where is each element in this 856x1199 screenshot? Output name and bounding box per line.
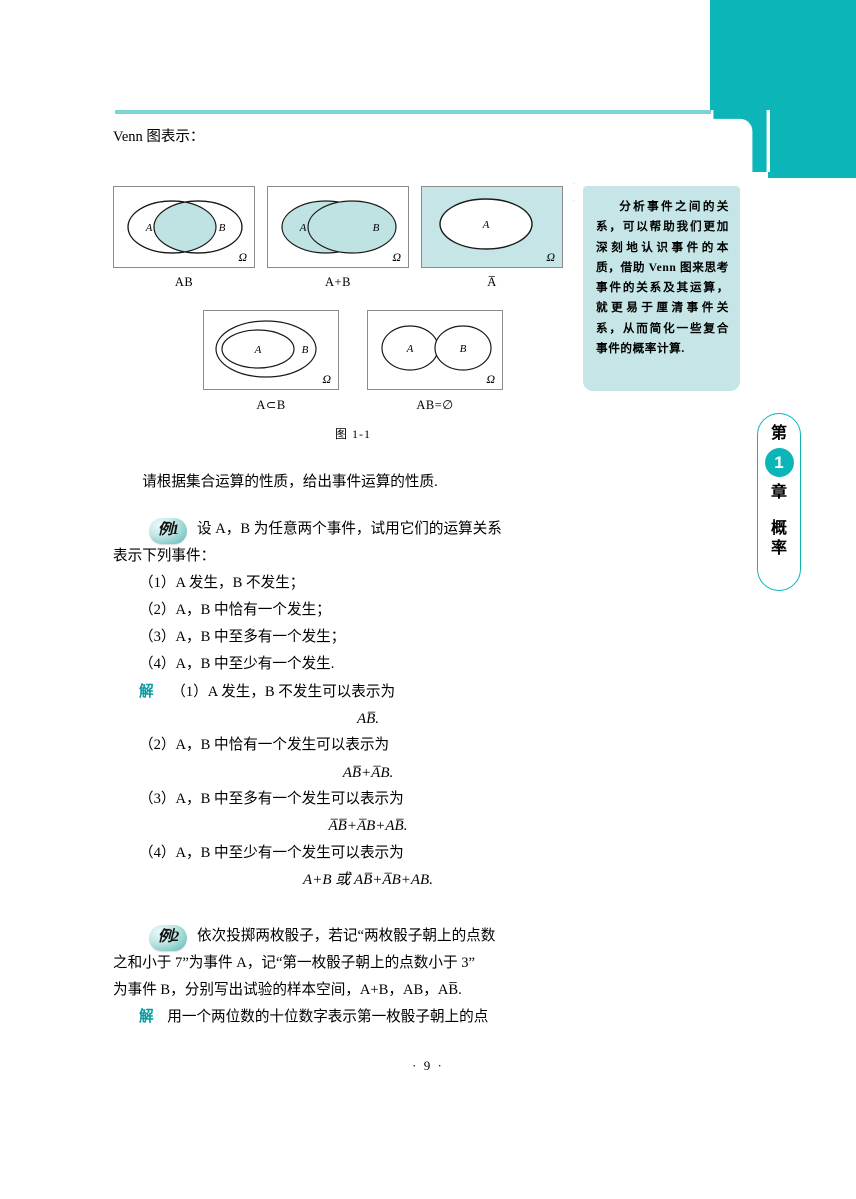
venn-box-subset: A B Ω	[203, 310, 339, 390]
omega-label: Ω	[546, 250, 555, 264]
example-1-formula-2: AB̅+A̅B.	[342, 764, 394, 781]
example-2-header: 例2 依次投掷两枚骰子，若记“两枚骰子朝上的点数	[113, 924, 603, 952]
venn-label-a: A	[145, 222, 153, 234]
venn-label-a: A	[254, 344, 262, 356]
solution-label: 解	[139, 683, 154, 700]
example-1-stem-line-2: 表示下列事件：	[113, 548, 216, 565]
example-1-step-2-text: （2）A，B 中恰有一个发生可以表示为	[139, 737, 390, 754]
venn-label-a: A	[482, 219, 490, 231]
omega-label: Ω	[238, 250, 247, 264]
venn-label-b: B	[460, 343, 467, 355]
venn-row-1: A B Ω AB A B Ω A+B	[113, 186, 593, 290]
example-1-formula-4: A+B 或 AB̅+A̅B+AB.	[303, 872, 433, 889]
venn-caption-ab: AB	[174, 275, 194, 289]
chapter-suffix: 章	[770, 484, 787, 501]
example-2-badge-label: 例2	[149, 925, 187, 952]
example-1-badge-label: 例1	[149, 518, 187, 545]
example-1-step-1-text: （1）A 发生，B 不发生可以表示为	[171, 683, 396, 700]
figure-label: 图 1-1	[335, 427, 371, 441]
venn-cell-a-complement: A Ω A̅	[421, 186, 563, 290]
example-1-formula-3: A̅B̅+A̅B+AB̅.	[328, 818, 408, 835]
omega-label: Ω	[486, 372, 495, 386]
example-2-solution-text: 用一个两位数的十位数字表示第一枚骰子朝上的点	[167, 1009, 489, 1026]
venn-box-a-plus-b: A B Ω	[267, 186, 409, 268]
example-1-step-4-text: （4）A，B 中至少有一个发生可以表示为	[139, 845, 404, 862]
venn-graphic-subset: A B	[215, 320, 317, 378]
venn-cell-a-plus-b: A B Ω A+B	[267, 186, 409, 290]
top-divider-rule	[115, 110, 711, 114]
chapter-subject-char-1: 概	[770, 520, 787, 537]
example-1-item-4: （4）A，B 中至少有一个发生.	[139, 656, 335, 673]
example-1-solution-line-1: 解 （1）A 发生，B 不发生可以表示为	[139, 680, 603, 705]
venn-label-a: A	[406, 343, 414, 355]
omega-label: Ω	[322, 372, 331, 386]
example-1-item-3: （3）A，B 中至多有一个发生；	[139, 629, 346, 646]
teal-corner-block	[710, 0, 856, 110]
venn-label-b: B	[219, 222, 226, 234]
chapter-prefix: 第	[770, 425, 787, 442]
venn-graphic-disjoint: A B	[381, 325, 492, 371]
venn-row-2: A B Ω A⊂B A B Ω AB=∅	[113, 310, 593, 413]
venn-caption-a-complement: A̅	[487, 275, 497, 289]
venn-box-a-complement: A Ω	[421, 186, 563, 268]
example-1-item-1: （1）A 发生，B 不发生；	[139, 575, 305, 592]
teal-corner-block-lower	[768, 110, 856, 178]
venn-box-disjoint: A B Ω	[367, 310, 503, 390]
venn-caption-subset: A⊂B	[256, 398, 286, 412]
example-1-formula-1: AB̅.	[356, 710, 380, 727]
venn-graphic-ab: A B	[127, 200, 243, 254]
example-1-stem-line-1: 设 A，B 为任意两个事件，试用它们的运算关系	[197, 521, 502, 538]
chapter-number-badge: 1	[764, 448, 794, 477]
venn-label-a: A	[299, 222, 307, 234]
example-1-header: 例1 设 A，B 为任意两个事件，试用它们的运算关系	[113, 517, 603, 545]
venn-caption-a-plus-b: A+B	[325, 275, 351, 289]
venn-caption-disjoint: AB=∅	[416, 398, 454, 412]
venn-figure: A B Ω AB A B Ω A+B	[113, 186, 593, 442]
chapter-subject-char-2: 率	[770, 540, 787, 557]
chapter-tab[interactable]: 第 1 章 概 率	[757, 413, 801, 591]
prompt-paragraph: 请根据集合运算的性质，给出事件运算的性质.	[142, 474, 438, 490]
venn-box-ab: A B Ω	[113, 186, 255, 268]
intro-block: Venn 图表示：	[113, 126, 593, 148]
example-2-solution-line: 解 用一个两位数的十位数字表示第一枚骰子朝上的点	[139, 1005, 603, 1030]
example-2-line-3: 为事件 B，分别写出试验的样本空间，A+B，AB，AB̅.	[113, 982, 462, 999]
venn-label-b: B	[373, 222, 380, 234]
example-1-step-3-text: （3）A，B 中至多有一个发生可以表示为	[139, 791, 404, 808]
side-note-callout: 分析事件之间的关系，可以帮助我们更加深刻地认识事件的本质，借助 Venn 图来思…	[583, 186, 740, 391]
side-note-text: 分析事件之间的关系，可以帮助我们更加深刻地认识事件的本质，借助 Venn 图来思…	[596, 200, 729, 355]
solution-label-2: 解	[139, 1009, 154, 1026]
omega-label: Ω	[392, 250, 401, 264]
page-number: · 9 ·	[412, 1058, 444, 1073]
example-1-badge: 例1	[149, 518, 187, 545]
venn-graphic-a-plus-b: A B	[281, 200, 397, 254]
venn-graphic-a-complement: A	[439, 198, 533, 250]
example-2-line-1: 依次投掷两枚骰子，若记“两枚骰子朝上的点数	[197, 928, 496, 945]
venn-cell-subset: A B Ω A⊂B	[203, 310, 339, 413]
example-2-line-2: 之和小于 7”为事件 A，记“第一枚骰子朝上的点数小于 3”	[113, 955, 475, 972]
example-1-item-2: （2）A，B 中恰有一个发生；	[139, 602, 331, 619]
venn-cell-ab: A B Ω AB	[113, 186, 255, 290]
venn-cell-disjoint: A B Ω AB=∅	[367, 310, 503, 413]
body-content: 请根据集合运算的性质，给出事件运算的性质. 例1 设 A，B 为任意两个事件，试…	[113, 470, 603, 1032]
teal-corner-curve	[710, 110, 770, 172]
example-2-badge: 例2	[149, 925, 187, 952]
venn-label-b: B	[302, 344, 309, 356]
venn-intro-text: Venn 图表示：	[113, 129, 205, 145]
